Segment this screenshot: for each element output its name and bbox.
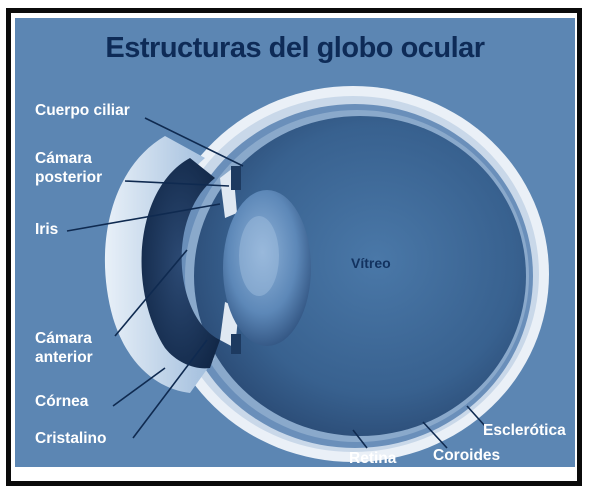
eyeball-illustration [66, 86, 549, 462]
label-cuerpo-ciliar: Cuerpo ciliar [35, 102, 130, 119]
leader-cornea [112, 367, 166, 407]
diagram-panel: Estructuras del globo ocular [15, 18, 575, 467]
label-cristalino: Cristalino [35, 430, 107, 447]
label-iris: Iris [35, 221, 59, 238]
leader-cuerpo-ciliar [144, 117, 244, 167]
label-esclerotica: Esclerótica [483, 422, 566, 439]
leader-camara-posterior [124, 180, 230, 187]
label-camara-posterior-line2: posterior [35, 169, 103, 186]
ciliary-body-shape [231, 166, 241, 190]
lens-shape [223, 190, 311, 346]
leader-retina [352, 429, 368, 449]
label-camara-anterior-line2: anterior [35, 349, 93, 366]
label-retina: Retina [349, 450, 397, 467]
anterior-chamber-shape [141, 158, 220, 369]
leader-esclerotica [466, 405, 486, 427]
label-camara-anterior-line1: Cámara [35, 330, 92, 347]
leader-coroides [422, 421, 448, 449]
label-cornea: Córnea [35, 393, 89, 410]
leader-camara-anterior [114, 249, 188, 337]
leader-cristalino [132, 339, 208, 439]
label-coroides: Coroides [433, 447, 501, 464]
label-vitreo: Vítreo [351, 255, 391, 271]
diagram-title: Estructuras del globo ocular [105, 32, 485, 64]
label-camara-posterior-line1: Cámara [35, 150, 92, 167]
leader-iris [66, 203, 221, 232]
